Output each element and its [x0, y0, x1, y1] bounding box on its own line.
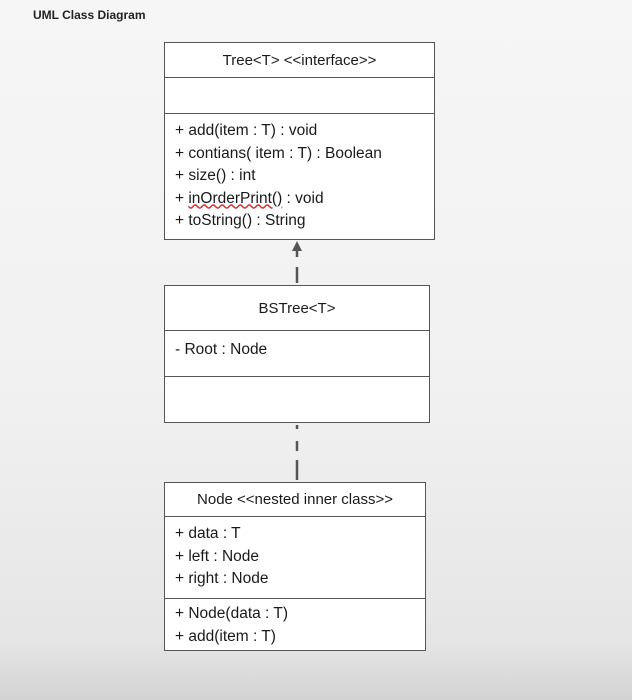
class-name-bstree: BSTree<T> — [258, 299, 336, 317]
diagram-title: UML Class Diagram — [33, 8, 146, 22]
methods-compartment-node: + Node(data : T) + add(item : T) — [165, 598, 425, 648]
class-name-tree: Tree<T> <<interface>> — [222, 51, 377, 69]
class-box-tree: Tree<T> <<interface>> + add(item : T) : … — [164, 42, 435, 240]
methods-compartment-tree: + add(item : T) : void + contians( item … — [165, 113, 434, 233]
class-box-bstree: BSTree<T> - Root : Node — [164, 285, 430, 423]
method-node-constructor: + Node(data : T) — [175, 605, 289, 622]
attributes-compartment-bstree: - Root : Node — [165, 330, 429, 376]
method-add: + add(item : T) : void — [175, 122, 318, 139]
method-tostring: + toString() : String — [175, 212, 306, 229]
attributes-compartment-node: + data : T + left : Node + right : Node — [165, 516, 425, 598]
attribute-right: + right : Node — [175, 570, 269, 587]
method-inorderprint: + inOrderPrint() : void — [175, 189, 324, 207]
methods-compartment-bstree — [165, 376, 429, 421]
realization-arrow — [292, 241, 302, 283]
method-contians: + contians( item : T) : Boolean — [175, 144, 382, 162]
class-box-node: Node <<nested inner class>> + data : T +… — [164, 482, 426, 651]
attributes-compartment-tree — [165, 77, 434, 113]
attribute-root: - Root : Node — [175, 341, 268, 358]
attribute-data: + data : T — [175, 525, 241, 542]
attribute-left: + left : Node — [175, 547, 260, 565]
method-size: + size() : int — [175, 167, 256, 184]
method-node-add: + add(item : T) — [175, 627, 276, 645]
class-name-node: Node <<nested inner class>> — [197, 491, 393, 508]
realization-arrowhead — [292, 241, 302, 251]
